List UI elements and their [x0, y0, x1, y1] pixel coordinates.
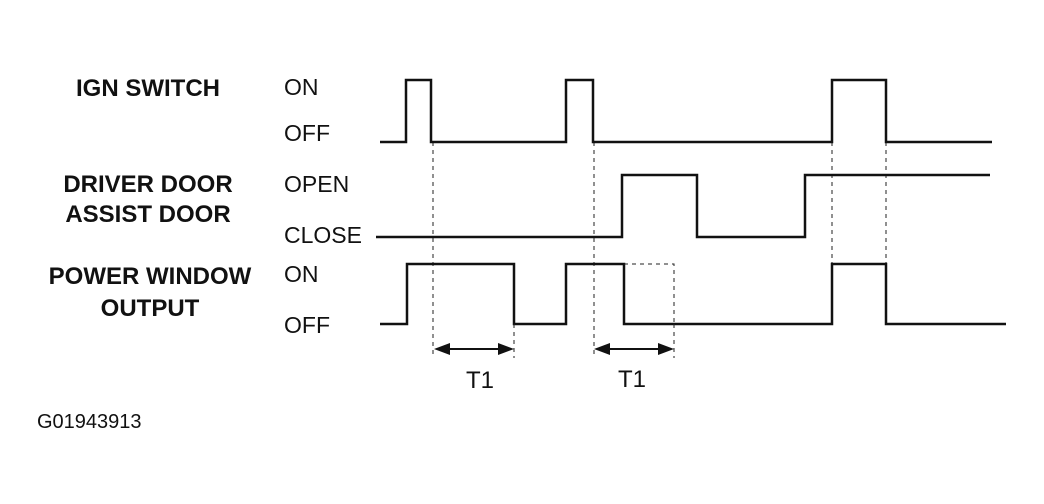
door-label-line-2: ASSIST DOOR — [65, 201, 230, 228]
t1-label-1: T1 — [466, 367, 494, 394]
t1-label-2: T1 — [618, 366, 646, 393]
t1-dimension-1 — [434, 343, 514, 355]
door-low-state: CLOSE — [284, 222, 362, 248]
ign-switch-waveform — [380, 78, 992, 144]
window-label-line-2: OUTPUT — [101, 295, 200, 322]
door-high-state: OPEN — [284, 171, 349, 197]
window-low-state: OFF — [284, 312, 330, 338]
figure-id: G01943913 — [37, 411, 142, 433]
ign-low-state: OFF — [284, 120, 330, 146]
window-label-line-1: POWER WINDOW — [49, 263, 252, 290]
ign-high-state: ON — [284, 74, 319, 100]
t1-dimension-2 — [594, 343, 674, 355]
window-high-state: ON — [284, 261, 319, 287]
ign-switch-label: IGN SWITCH — [76, 75, 220, 102]
window-output-waveform — [380, 262, 1006, 326]
door-waveform — [376, 173, 990, 239]
window-output-dotted-extension — [624, 263, 675, 324]
door-label-line-1: DRIVER DOOR — [63, 171, 232, 198]
